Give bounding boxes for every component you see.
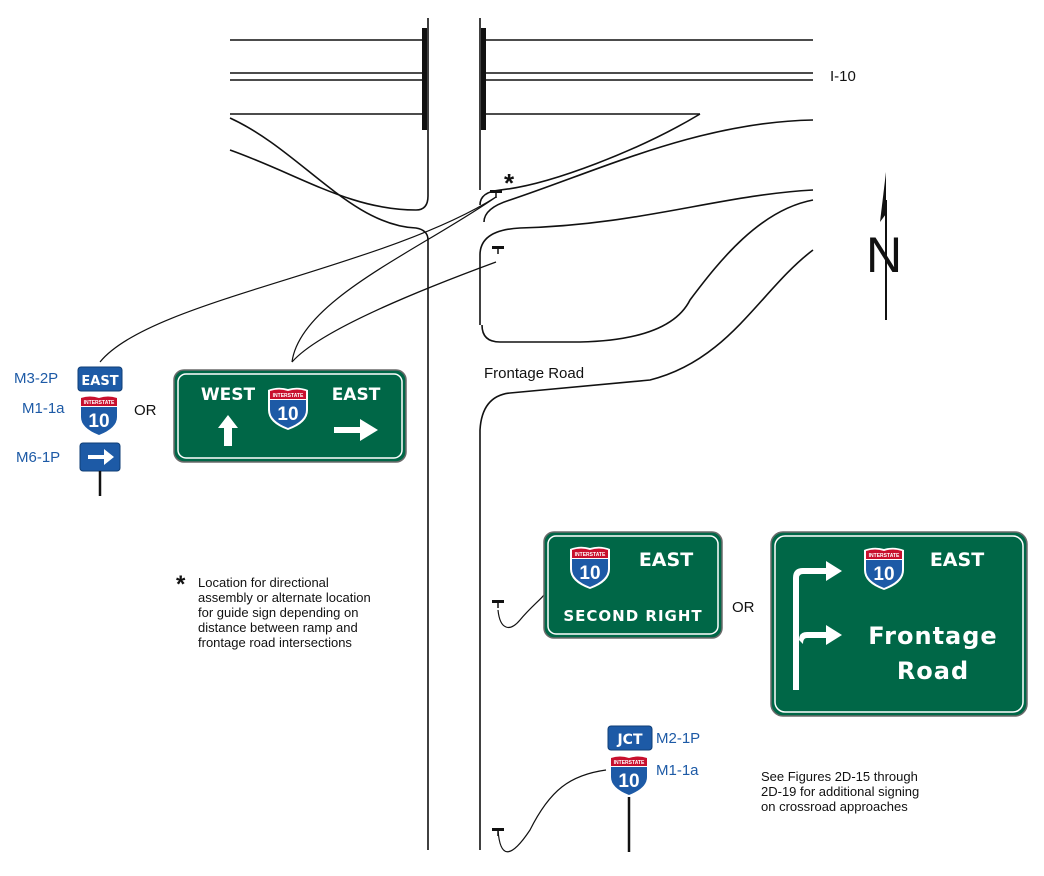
svg-text:on crossroad approaches: on crossroad approaches (761, 799, 908, 814)
leader-second-right (497, 594, 545, 628)
west-text: WEST (201, 385, 256, 405)
svg-text:2D-19 for additional signing: 2D-19 for additional signing (761, 784, 919, 799)
interstate-shield-sign3: INTERSTATE 10 (864, 547, 904, 590)
svg-text:10: 10 (618, 771, 639, 792)
leader-jct-assembly (497, 769, 607, 853)
frontage-text: Frontage (868, 622, 997, 650)
m6-1p-label: M6-1P (16, 449, 60, 466)
interstate-shield-sign2: INTERSTATE 10 (570, 546, 610, 589)
figures-note: See Figures 2D-15 through 2D-19 for addi… (761, 769, 919, 814)
m3-2p-label: M3-2P (14, 370, 58, 387)
cardinal-plaque-text: EAST (81, 374, 118, 389)
m2-1p-label: M2-1P (656, 730, 700, 747)
svg-text:assembly or alternate location: assembly or alternate location (198, 590, 371, 605)
location-note: * Location for directional assembly or a… (176, 571, 371, 650)
route-assembly-left: M3-2P M1-1a M6-1P EAST INTERSTATE 10 (14, 366, 123, 496)
route-assembly-bottom: JCT INTERSTATE 10 M2-1P M1-1a (607, 725, 700, 852)
svg-text:INTERSTATE: INTERSTATE (84, 400, 115, 406)
bridge-parapet-right (481, 28, 486, 130)
m1-1a-bottom-label: M1-1a (656, 762, 699, 779)
svg-text:INTERSTATE: INTERSTATE (869, 553, 900, 559)
interstate-shield-sign1: INTERSTATE 10 (268, 387, 308, 430)
svg-text:10: 10 (277, 404, 298, 425)
svg-text:frontage road intersections: frontage road intersections (198, 635, 352, 650)
east-text: EAST (332, 385, 381, 405)
svg-text:10: 10 (579, 563, 600, 584)
asterisk-marker: * (504, 168, 515, 198)
north-arrow: N (866, 172, 902, 320)
up-arrow-icon (218, 415, 238, 446)
or-label-1: OR (134, 402, 157, 419)
svg-text:10: 10 (88, 411, 109, 432)
note-asterisk: * (176, 571, 186, 598)
leader-guide-to-ramp (291, 196, 497, 363)
interstate-shield-left: INTERSTATE 10 (79, 394, 119, 437)
right-arrow-icon (88, 449, 114, 465)
svg-text:INTERSTATE: INTERSTATE (575, 552, 606, 558)
bridge-parapet-left (422, 28, 427, 130)
svg-text:for guide sign depending on: for guide sign depending on (198, 605, 358, 620)
road-text: Road (897, 657, 969, 685)
lower-turn-arrow-icon (799, 625, 842, 645)
jct-plaque (607, 725, 653, 751)
frontage-upper-curve (481, 199, 814, 343)
svg-text:10: 10 (873, 564, 894, 585)
frontage-lower-curve (479, 249, 814, 431)
post-markers (490, 190, 504, 836)
svg-text:Location for directional: Location for directional (198, 575, 329, 590)
jct-text: JCT (616, 732, 642, 748)
leader-assembly-to-ramp (99, 196, 497, 363)
ramp-east-entry-a (483, 119, 814, 223)
svg-text:See Figures 2D-15 through: See Figures 2D-15 through (761, 769, 918, 784)
leader-guide-to-frontage (291, 261, 497, 363)
north-label: N (866, 227, 902, 283)
guide-sign-west-east: WEST EAST INTERSTATE 10 (173, 369, 407, 463)
frontage-road-label: Frontage Road (484, 365, 584, 382)
roadways (229, 18, 814, 850)
upper-turn-arrow-icon (793, 561, 842, 690)
highway-label: I-10 (830, 68, 856, 85)
east-text: EAST (930, 549, 984, 571)
svg-text:INTERSTATE: INTERSTATE (614, 760, 645, 766)
east-text: EAST (639, 549, 693, 571)
right-arrow-icon (334, 419, 378, 441)
ramp-west-1 (229, 149, 429, 211)
guide-sign-second-right: INTERSTATE 10 EAST SECOND RIGHT (543, 531, 723, 639)
guide-sign-frontage-road: INTERSTATE 10 EAST Frontage Road (770, 531, 1028, 717)
ramp-west-2 (229, 117, 429, 241)
second-right-text: SECOND RIGHT (563, 607, 702, 625)
leader-lines (99, 196, 607, 853)
interstate-shield-bottom: INTERSTATE 10 (609, 754, 649, 797)
ramp-east-exit (479, 113, 701, 206)
ramp-east-entry-b (479, 189, 814, 256)
cardinal-plaque (77, 366, 123, 392)
svg-text:distance between ramp and: distance between ramp and (198, 620, 358, 635)
m1-1a-left-label: M1-1a (22, 400, 65, 417)
or-label-2: OR (732, 599, 755, 616)
svg-text:INTERSTATE: INTERSTATE (273, 393, 304, 399)
